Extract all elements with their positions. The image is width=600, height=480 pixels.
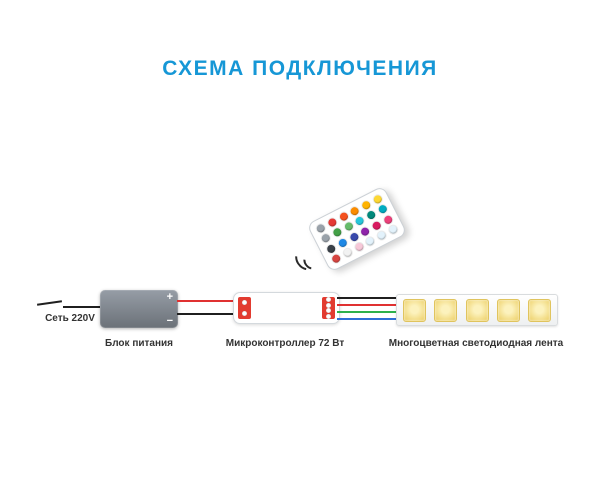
remote-button [372,193,384,205]
mains-wire [36,300,63,306]
remote-button [359,225,371,237]
led-chip [465,298,489,322]
terminal-screw [326,302,331,308]
led-chip-row [403,298,551,322]
remote-button [331,227,343,239]
rgb-wire [337,311,397,313]
terminal-screw [326,308,331,314]
remote-button [353,241,365,253]
remote-button [315,223,327,234]
led-chip [434,298,458,322]
mains-wire [63,306,101,308]
terminal-screw [242,311,247,316]
minus-terminal-label: − [166,315,173,327]
terminal-screw [326,297,331,303]
remote-button [343,221,355,233]
led-strip [396,294,558,326]
strip-label: Многоцветная светодиодная лента [388,338,564,349]
remote-button [366,209,377,221]
remote-button [365,235,376,247]
remote-button [371,219,383,231]
remote-button [342,247,353,259]
remote-button [330,253,342,265]
rgb-wire [337,297,397,299]
ir-remote [306,185,408,273]
led-chip [528,298,551,322]
output-terminal-block [322,297,335,319]
remote-button [377,204,389,215]
remote-button [338,211,349,223]
remote-button [349,205,361,217]
mains-voltage-label: Сеть 220V [45,313,95,324]
terminal-screw [242,300,247,305]
controller-label: Микроконтроллер 72 Вт [225,338,345,349]
remote-button [382,214,394,225]
plus-terminal-label: + [166,291,173,303]
remote-button [360,199,372,211]
remote-button [354,215,366,227]
led-chip [496,298,520,322]
power-supply-unit: + − [100,290,178,328]
remote-button [326,217,338,228]
remote-button [376,230,388,241]
remote-button [320,233,332,244]
remote-buttons [315,193,399,265]
rgb-wire [337,304,397,306]
rgb-wire [337,318,397,320]
negative-wire [177,313,234,315]
remote-button [348,231,360,243]
remote-button [325,243,337,254]
page-title: СХЕМА ПОДКЛЮЧЕНИЯ [162,57,438,80]
microcontroller [233,292,340,324]
remote-button [337,237,348,249]
positive-wire [177,300,234,302]
remote-button [387,224,399,235]
psu-label: Блок питания [105,338,173,349]
terminal-screw [326,313,331,319]
led-chip [403,298,426,322]
input-terminal-block [238,297,251,319]
